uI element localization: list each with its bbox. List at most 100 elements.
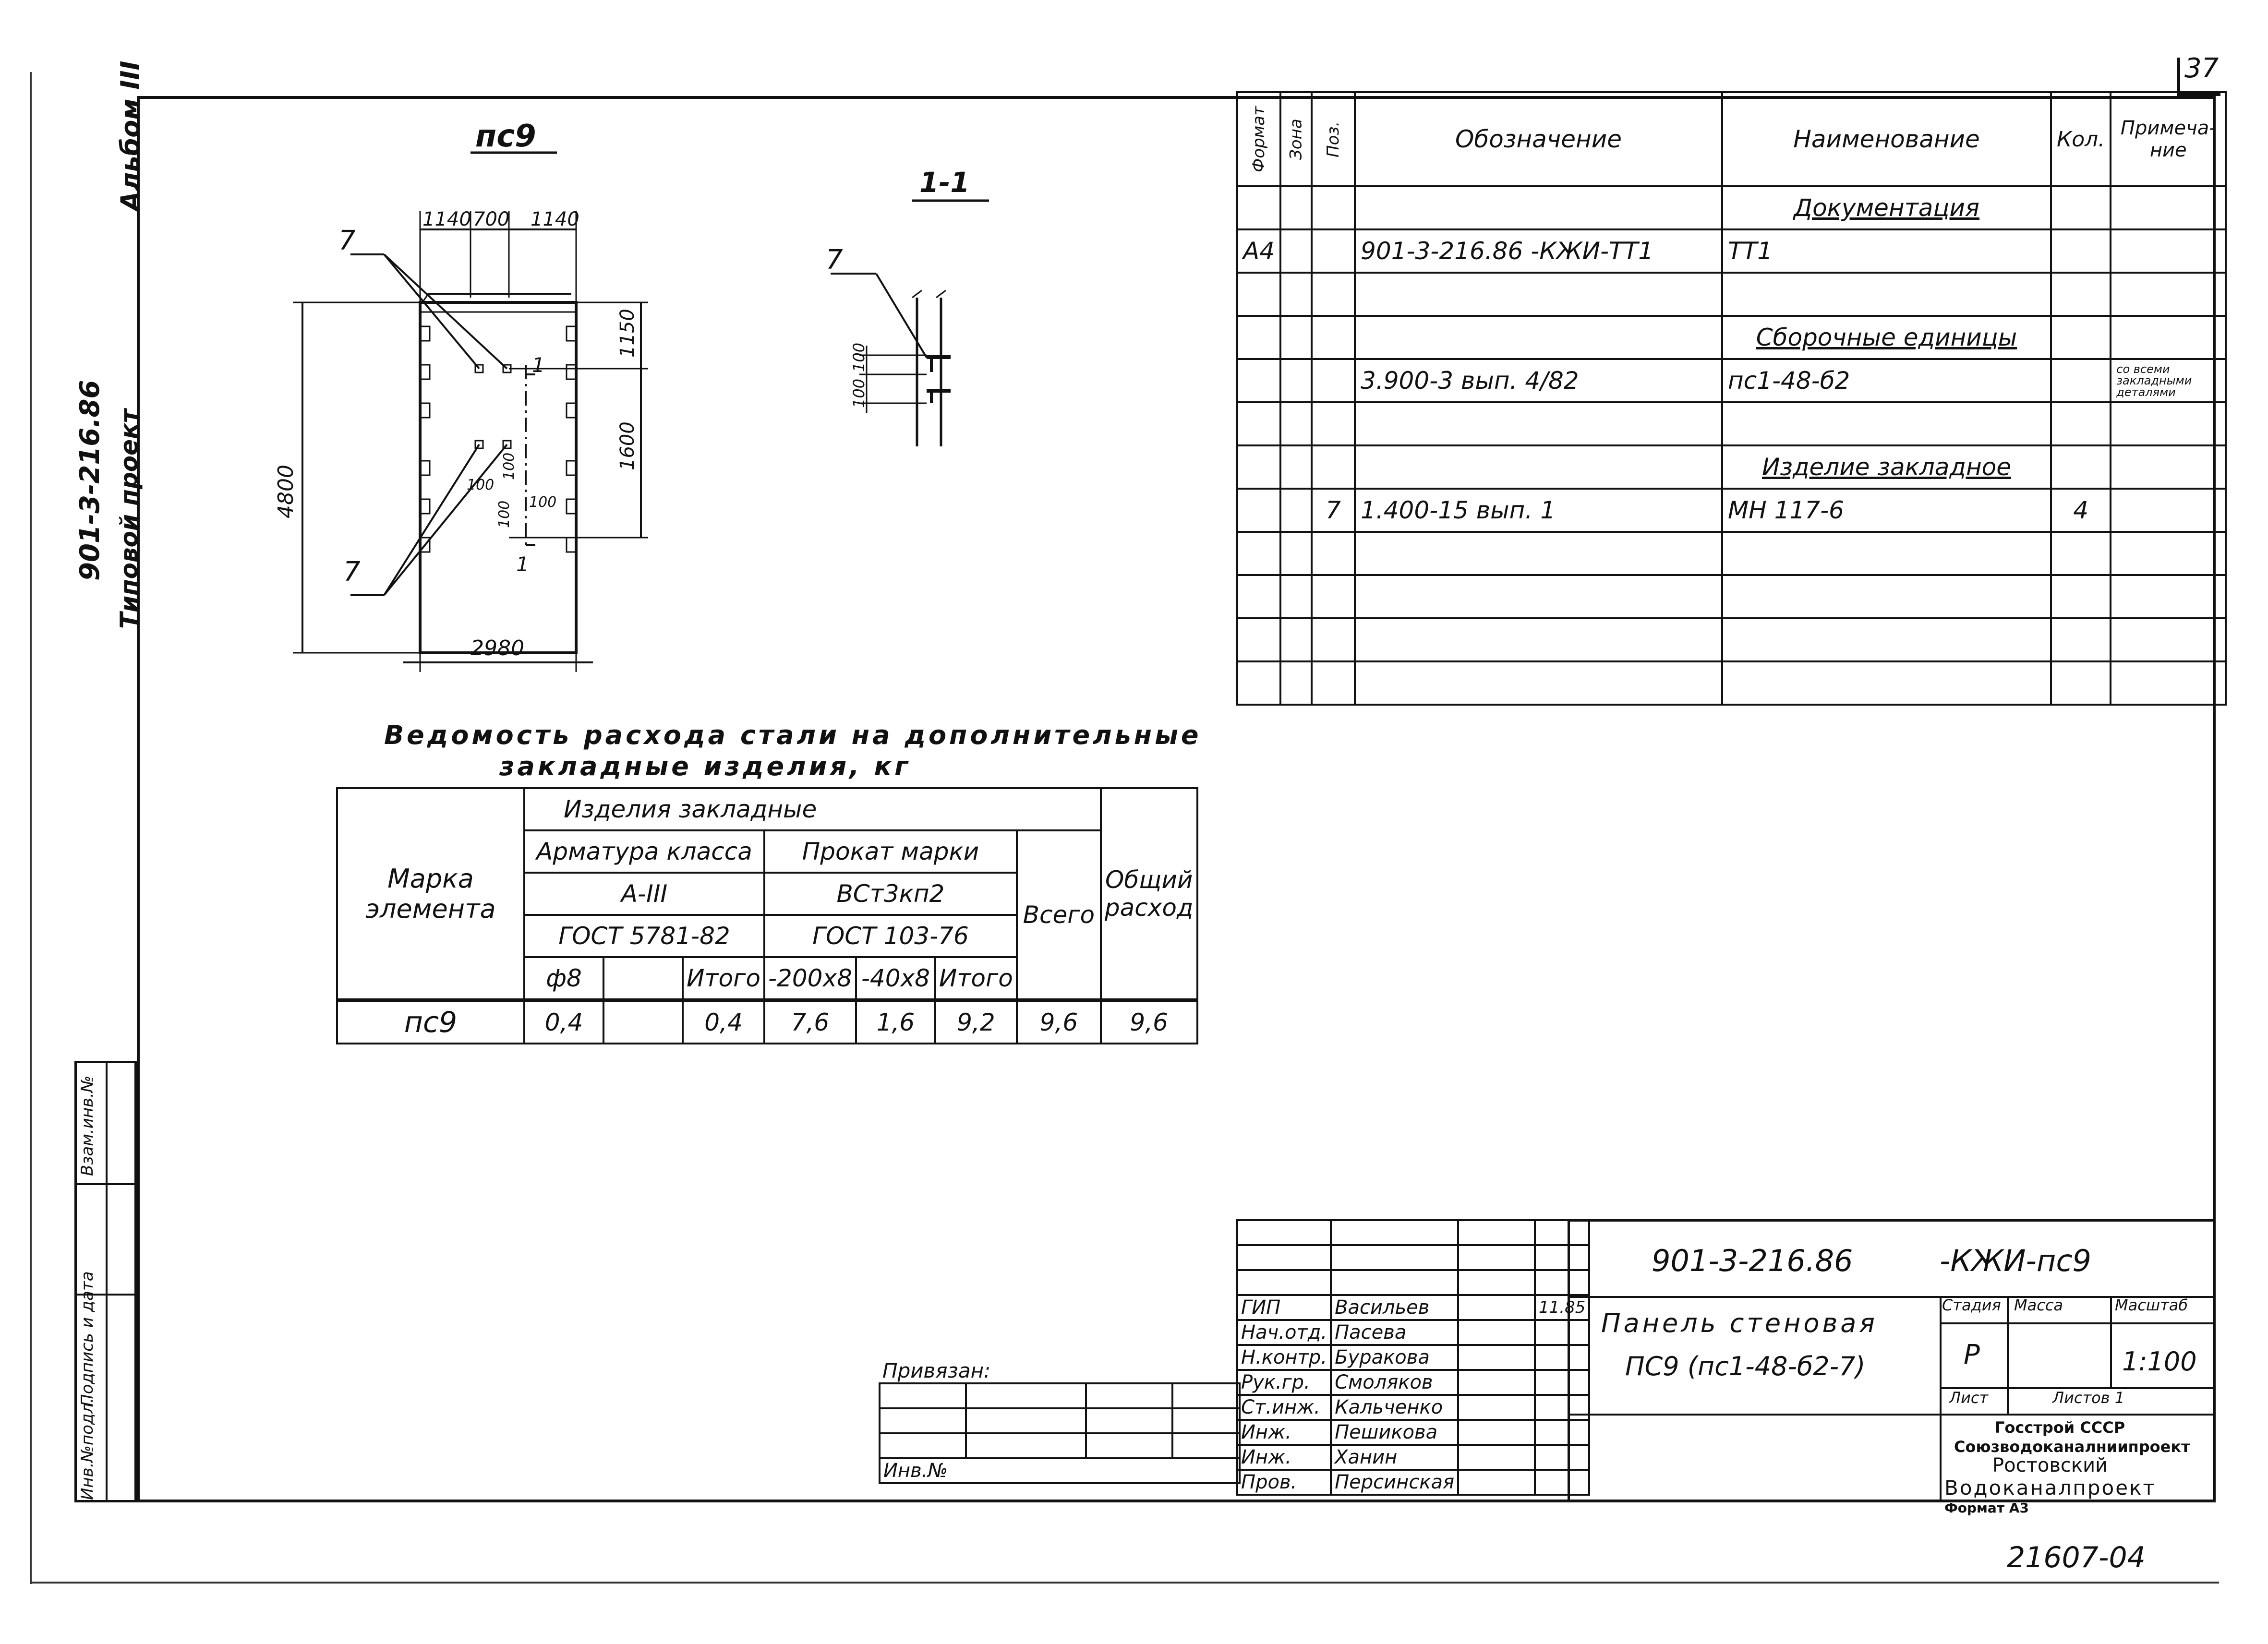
dim-height: 4800: [274, 465, 298, 518]
steel-val-2: [603, 998, 684, 1044]
staff-name: Буракова: [1330, 1344, 1460, 1371]
staff-row: Ст.инж.Кальченко: [1236, 1394, 1591, 1421]
staff-signature: [1457, 1444, 1536, 1471]
stage-value: Р: [1964, 1339, 1980, 1370]
staff-row: Инж.Пешикова: [1236, 1419, 1591, 1446]
project-code-vertical: 901-3-216.86: [74, 380, 106, 581]
spec-cell-format: [1236, 574, 1282, 619]
staff-role: Н.контр.: [1236, 1344, 1332, 1371]
spec-cell-designation: [1354, 401, 1724, 446]
org-name-1: Госстрой СССР: [1995, 1418, 2125, 1437]
spec-cell-designation: 3.900-3 вып. 4/82: [1354, 358, 1724, 403]
scale-label: Масштаб: [2115, 1296, 2188, 1314]
title-name-line1: Панель стеновая: [1601, 1308, 1878, 1338]
steel-col-1: ф8: [523, 956, 604, 1001]
plan-title: пс9: [475, 119, 536, 154]
section-mark-top: 1: [532, 353, 545, 377]
spec-row: [1236, 531, 2227, 576]
title-code: 901-3-216.86: [1652, 1243, 1853, 1278]
spec-cell-pos: 7: [1311, 488, 1356, 533]
spec-cell-format: А4: [1236, 228, 1282, 274]
steel-val-3: 0,4: [682, 998, 765, 1044]
steel-sub1: Арматура класса: [523, 829, 765, 874]
spec-cell-zone: [1279, 272, 1313, 317]
spec-cell-zone: [1279, 574, 1313, 619]
stamp-col3: Взам.инв.№: [78, 1075, 97, 1176]
staff-role: Ст.инж.: [1236, 1394, 1332, 1421]
panel-drawing: пс9 1140 700 1140 1 1 100 100 100 100 7 …: [274, 119, 989, 672]
staff-role: Инж.: [1236, 1419, 1332, 1446]
staff-date: [1534, 1369, 1591, 1396]
org-name-3: Ростовский: [1992, 1454, 2108, 1476]
spec-cell-qty: [2050, 401, 2112, 446]
spec-cell-name: Сборочные единицы: [1721, 315, 2052, 360]
tied-label: Привязан:: [880, 1334, 1240, 1384]
dim-top-2: 700: [473, 208, 509, 230]
spec-cell-pos: [1311, 185, 1356, 230]
album-label: Альбом III: [115, 60, 145, 211]
spec-header-name: Наименование: [1721, 91, 2052, 187]
spec-cell-designation: [1354, 444, 1724, 490]
spec-cell-designation: [1354, 185, 1724, 230]
org-name-2: Союзводоканалниипроект: [1954, 1438, 2190, 1456]
dim-inner-100d: 100: [529, 494, 556, 511]
steel-row-mark: пс9: [336, 998, 525, 1044]
staff-date: [1534, 1469, 1591, 1496]
staff-name: Кальченко: [1330, 1394, 1460, 1421]
pos-mark-upper: 7: [338, 225, 356, 256]
spec-header-format: Формат: [1237, 92, 1281, 186]
spec-cell-name: [1721, 617, 2052, 662]
steel-col-overall: Общий расход: [1099, 787, 1198, 1001]
spec-cell-note: [2110, 315, 2227, 360]
staff-signature: [1457, 1394, 1536, 1421]
spec-cell-zone: [1279, 358, 1313, 403]
dim-inner-100a: 100: [501, 453, 518, 480]
spec-cell-designation: [1354, 660, 1724, 706]
spec-cell-note: со всеми закладными деталями: [2110, 358, 2227, 403]
stage-label: Стадия: [1942, 1296, 2001, 1314]
steel-val-5: 1,6: [855, 998, 936, 1044]
steel-row-group: Марка элемента Изделия закладные Общий р…: [336, 787, 1198, 1001]
steel-row-class: А-III ВСт3кп2: [337, 872, 1197, 916]
spec-cell-name: [1721, 660, 2052, 706]
page-number: 37: [2184, 53, 2219, 84]
spec-cell-note: [2110, 401, 2227, 446]
spec-cell-format: [1236, 660, 1282, 706]
steel-title-line1: Ведомость расхода стали на дополнительны…: [384, 720, 1202, 750]
staff-date: [1534, 1444, 1591, 1471]
spec-cell-pos: [1311, 617, 1356, 662]
spec-cell-qty: 4: [2050, 488, 2112, 533]
spec-cell-note: [2110, 574, 2227, 619]
specification-table: Формат Зона Поз. Обозначение Наименовани…: [1236, 91, 2227, 706]
steel-col-6: Итого: [934, 956, 1018, 1001]
staff-date: 11.85: [1534, 1294, 1591, 1321]
steel-sub2-gost: ГОСТ 103-76: [763, 914, 1018, 958]
section-dim-a: 100: [850, 343, 868, 372]
spec-cell-pos: [1311, 660, 1356, 706]
steel-col-4: -200х8: [763, 956, 857, 1001]
staff-role: Инж.: [1236, 1444, 1332, 1471]
mass-label: Масса: [2014, 1296, 2063, 1314]
spec-cell-format: [1236, 358, 1282, 403]
dim-inner-100c: 100: [496, 501, 513, 528]
staff-row: Пров.Персинская: [1236, 1469, 1591, 1496]
spec-cell-name: [1721, 272, 2052, 317]
spec-cell-qty: [2050, 660, 2112, 706]
spec-cell-name: Изделие закладное: [1721, 444, 2052, 490]
steel-val-1: 0,4: [523, 998, 604, 1044]
spec-cell-note: [2110, 617, 2227, 662]
steel-col-mark: Марка элемента: [336, 787, 525, 1001]
dim-right-lower: 1600: [616, 421, 639, 470]
spec-cell-name: ТТ1: [1721, 228, 2052, 274]
spec-cell-format: [1236, 272, 1282, 317]
dim-top-1: 1140: [422, 208, 471, 230]
steel-sub2: Прокат марки: [763, 829, 1018, 874]
steel-col-total: Всего: [1015, 829, 1102, 1001]
spec-cell-format: [1236, 531, 1282, 576]
spec-cell-designation: [1354, 617, 1724, 662]
spec-cell-zone: [1279, 444, 1313, 490]
stamp-col1: Инв.№подл.: [78, 1398, 97, 1500]
